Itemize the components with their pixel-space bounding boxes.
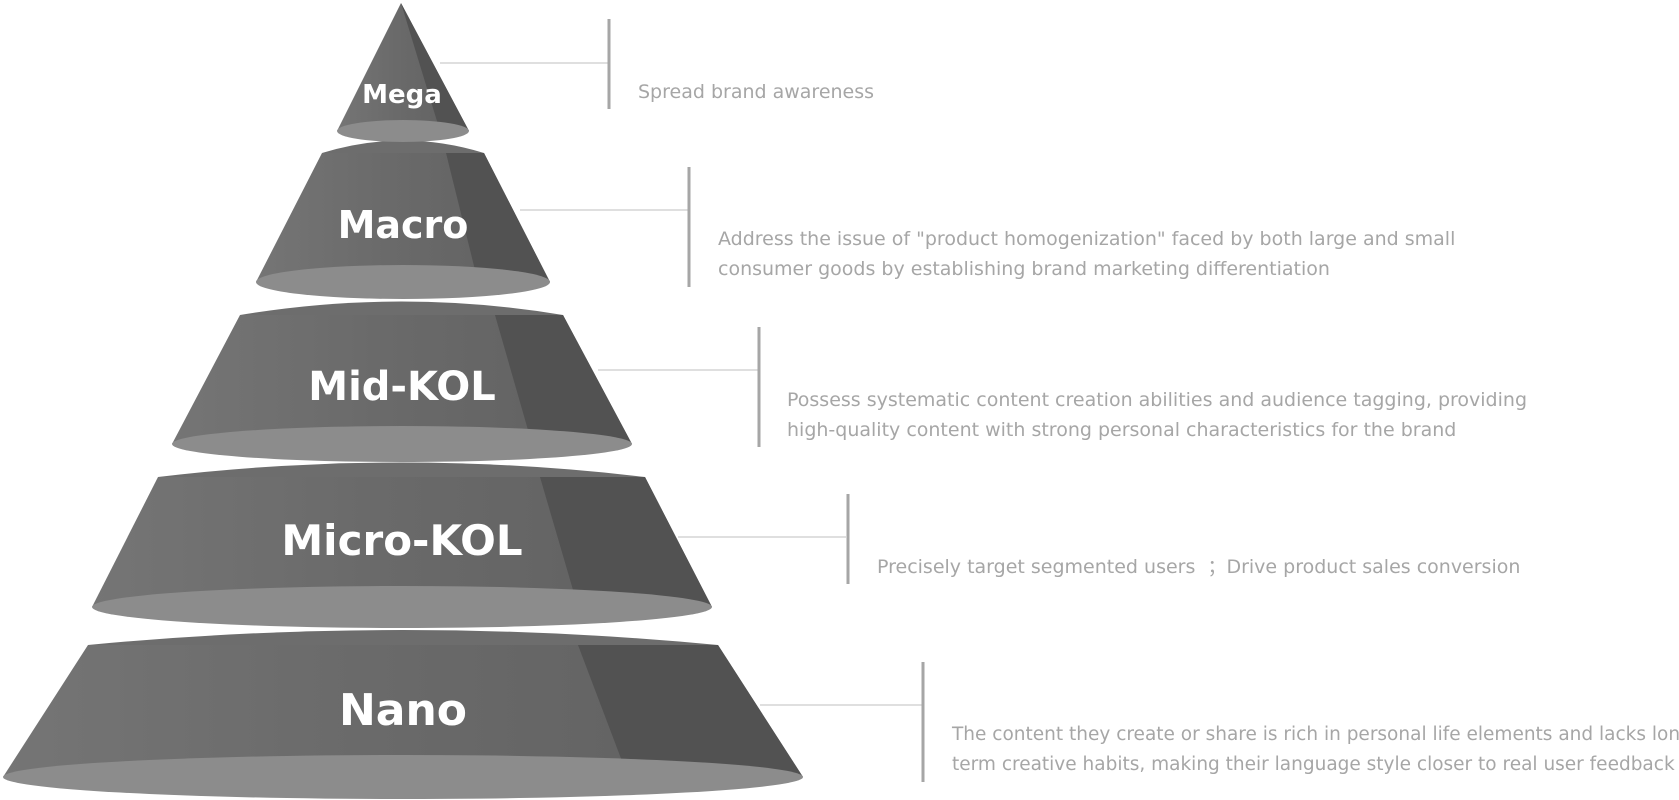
description-mega-line-1: Spread brand awareness: [638, 81, 875, 103]
tier-mid-kol-shade: [495, 315, 632, 444]
description-mid-kol-line-1: Possess systematic content creation abil…: [787, 389, 1527, 411]
tier-nano-base: [3, 755, 803, 799]
description-micro-kol: Precisely target segmented users ；Drive …: [877, 552, 1520, 582]
tier-mid-kol-base: [172, 426, 632, 462]
tier-nano: Nano: [3, 630, 803, 799]
description-nano-line-2: term creative habits, making their langu…: [952, 754, 1675, 775]
description-nano-line-1: The content they create or share is rich…: [952, 724, 1679, 745]
tier-mega-base: [337, 120, 469, 142]
description-nano: The content they create or share is rich…: [952, 720, 1679, 780]
description-mid-kol-line-2: high-quality content with strong persona…: [787, 419, 1457, 441]
tier-micro-kol-shade: [540, 477, 712, 607]
connectors: [440, 62, 922, 706]
tier-mid-kol-top: [240, 301, 563, 315]
tier-micro-kol-label: Micro-KOL: [281, 516, 522, 565]
tier-nano-shade: [578, 645, 803, 777]
tier-macro-label: Macro: [338, 203, 469, 247]
brackets: [607, 19, 925, 782]
tier-macro: Macro: [256, 140, 550, 299]
tier-mid-kol-label: Mid-KOL: [308, 364, 495, 410]
description-mid-kol: Possess systematic content creation abil…: [787, 385, 1527, 445]
description-mega: Spread brand awareness: [638, 77, 874, 107]
tier-macro-shade: [446, 153, 550, 282]
description-macro-line-1: Address the issue of "product homogeniza…: [718, 228, 1456, 250]
tier-mega: Mega: [337, 3, 469, 142]
tier-nano-top: [88, 630, 718, 645]
tier-micro-kol: Micro-KOL: [92, 462, 712, 628]
tier-micro-kol-top: [158, 462, 645, 477]
description-macro: Address the issue of "product homogeniza…: [718, 224, 1455, 284]
description-macro-line-2: consumer goods by establishing brand mar…: [718, 258, 1330, 280]
description-micro-kol-line-1: Precisely target segmented users ；Drive …: [877, 556, 1521, 578]
tier-nano-label: Nano: [339, 685, 467, 736]
tier-mega-shade: [401, 3, 469, 131]
tier-macro-top: [322, 140, 484, 153]
tier-mid-kol: Mid-KOL: [172, 301, 632, 462]
tier-micro-kol-base: [92, 586, 712, 628]
tier-mega-label: Mega: [362, 80, 442, 110]
tier-macro-base: [256, 265, 550, 299]
